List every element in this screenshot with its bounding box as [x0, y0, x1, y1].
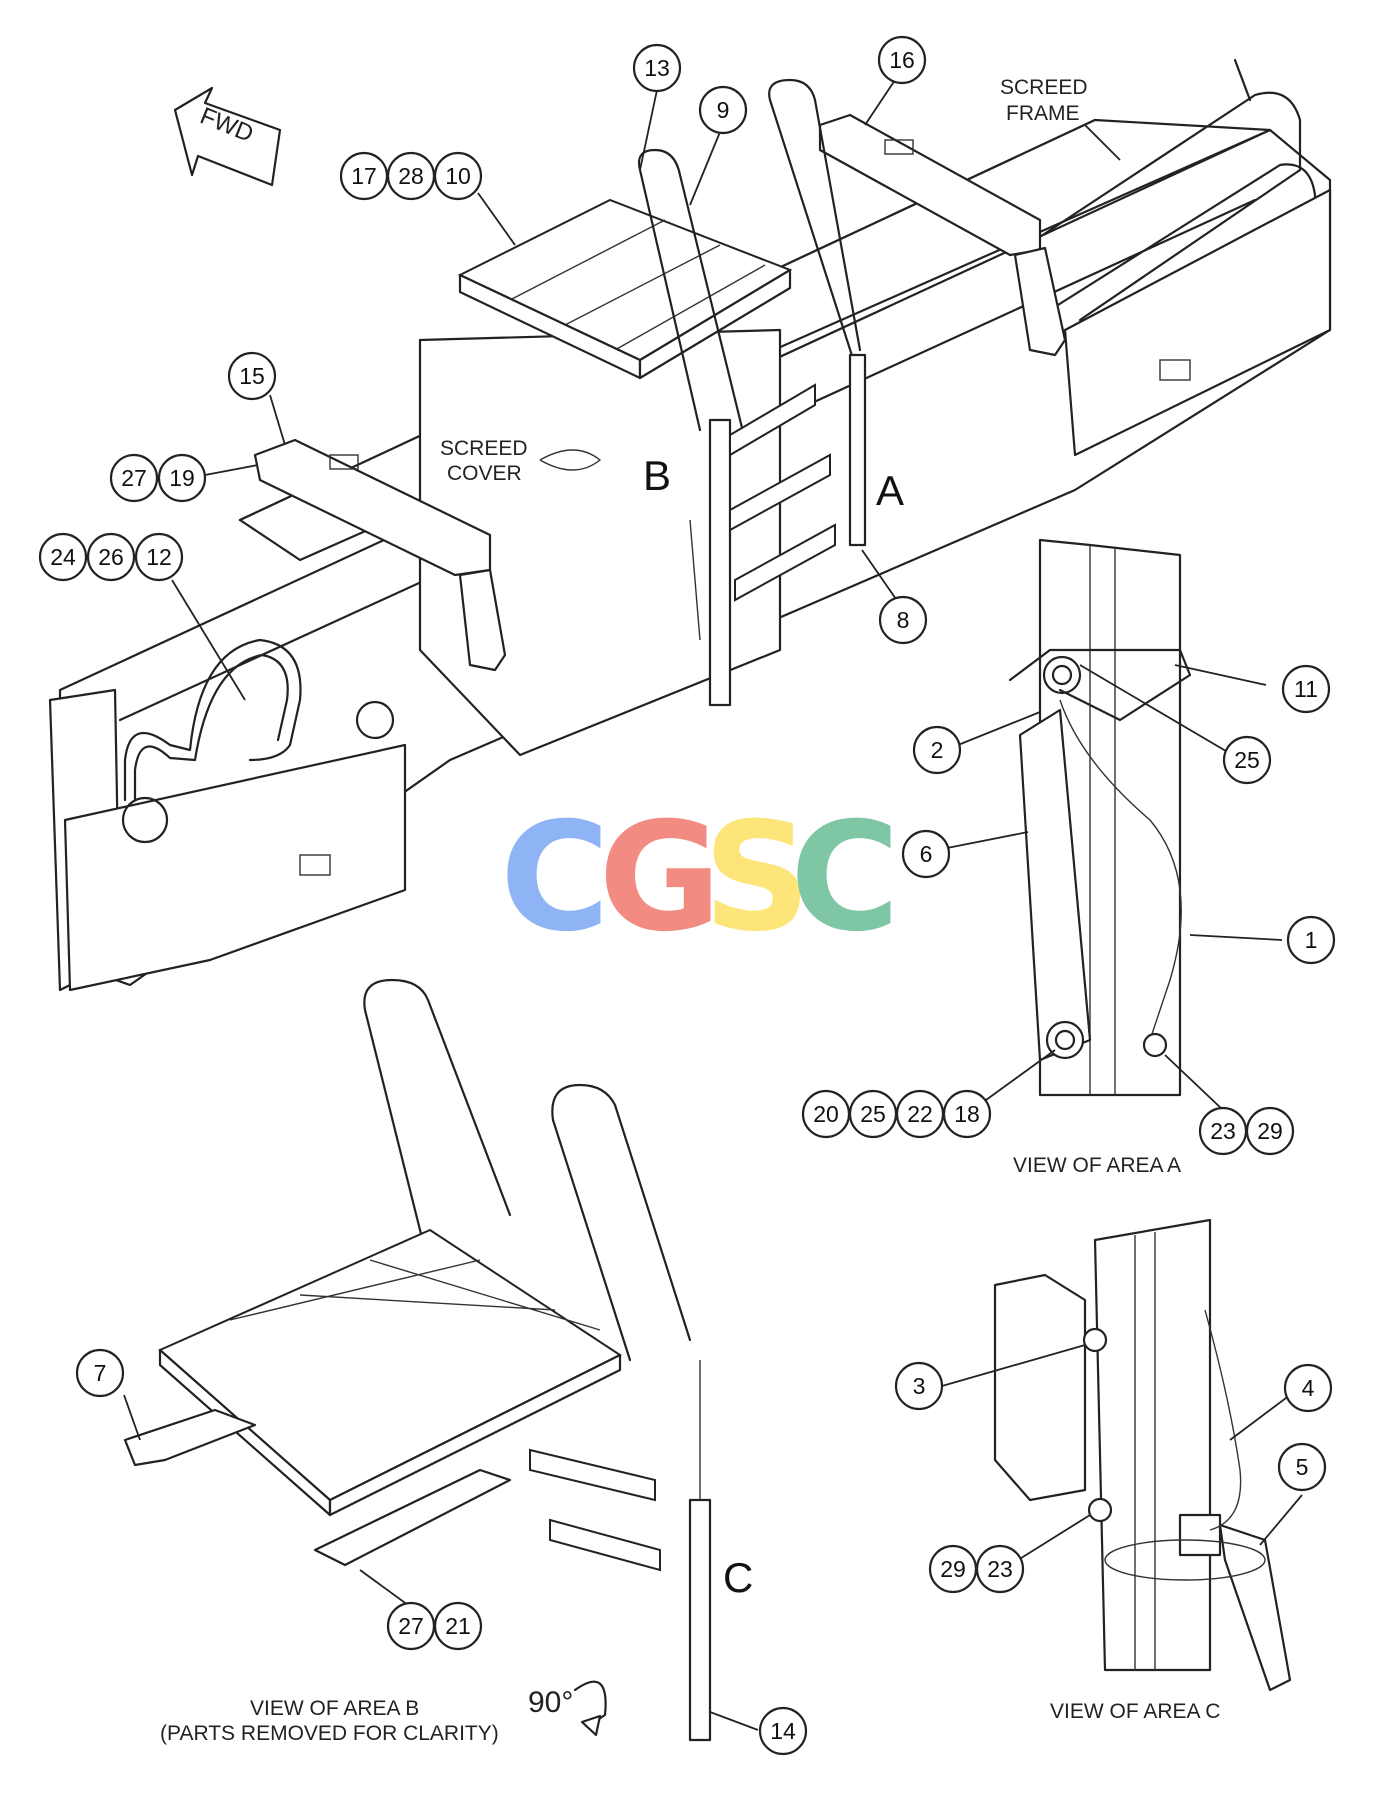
callout-5: 5 [1277, 1442, 1327, 1492]
callout-number: 20 [813, 1101, 839, 1127]
callout-number: 27 [121, 465, 147, 491]
callout-number: 27 [398, 1613, 424, 1639]
callout-number: 5 [1296, 1454, 1309, 1480]
callout-25-b: 25 [848, 1089, 898, 1139]
area-b-marker: B [643, 452, 671, 499]
callout-27-top: 27 [109, 453, 159, 503]
callout-bubbles: 13 16 9 17 28 10 15 27 19 24 26 12 8 11 … [38, 35, 1336, 1756]
callout-number: 18 [954, 1101, 980, 1127]
callout-19: 19 [157, 453, 207, 503]
callout-22: 22 [895, 1089, 945, 1139]
callout-number: 22 [907, 1101, 933, 1127]
callout-10: 10 [433, 151, 483, 201]
area-c-marker: C [723, 1554, 753, 1601]
annotation-labels: SCREED FRAME SCREED COVER B A C VIEW OF … [160, 76, 1220, 1745]
callout-23-c: 23 [975, 1544, 1025, 1594]
callout-16: 16 [877, 35, 927, 85]
callout-13: 13 [632, 43, 682, 93]
callout-8: 8 [878, 595, 928, 645]
rotation-label: 90° [528, 1686, 573, 1719]
callout-number: 25 [860, 1101, 886, 1127]
screed-cover-label-line2: COVER [447, 462, 522, 485]
callout-18: 18 [942, 1089, 992, 1139]
callout-number: 4 [1302, 1375, 1315, 1401]
view-area-b-drawing [123, 978, 712, 1742]
callout-number: 1 [1305, 927, 1318, 953]
watermark-letter-4: C [790, 791, 900, 965]
callout-29-c: 29 [928, 1544, 978, 1594]
view-area-b-caption-line2: (PARTS REMOVED FOR CLARITY) [160, 1722, 499, 1745]
view-area-c-caption: VIEW OF AREA C [1050, 1700, 1220, 1723]
callout-17: 17 [339, 151, 389, 201]
callout-21: 21 [433, 1601, 483, 1651]
callout-1: 1 [1286, 915, 1336, 965]
callout-25-a: 25 [1222, 735, 1272, 785]
callout-20: 20 [801, 1089, 851, 1139]
screed-assembly-drawing [48, 58, 1332, 992]
callout-3: 3 [894, 1361, 944, 1411]
callout-number: 2 [931, 737, 944, 763]
leader-lines [123, 79, 1303, 1731]
callout-number: 17 [351, 163, 377, 189]
callout-4: 4 [1283, 1363, 1333, 1413]
view-area-a-caption: VIEW OF AREA A [1013, 1154, 1181, 1177]
callout-number: 21 [445, 1613, 471, 1639]
callout-26: 26 [86, 532, 136, 582]
callout-number: 14 [770, 1718, 796, 1744]
callout-number: 11 [1294, 676, 1318, 702]
watermark-letter-1: C [500, 791, 610, 965]
callout-24: 24 [38, 532, 88, 582]
watermark-letter-2: G [598, 791, 721, 965]
watermark-letter-3: S [703, 791, 811, 965]
callout-14: 14 [758, 1706, 808, 1756]
callout-6: 6 [901, 829, 951, 879]
forward-arrow-icon: FWD [173, 86, 282, 187]
callout-number: 16 [889, 47, 915, 73]
callout-number: 12 [146, 544, 172, 570]
callout-15: 15 [227, 351, 277, 401]
area-a-marker: A [876, 467, 904, 514]
callout-27-b: 27 [386, 1601, 436, 1651]
callout-number: 9 [717, 97, 730, 123]
callout-number: 10 [445, 163, 471, 189]
callout-number: 6 [920, 841, 933, 867]
callout-number: 3 [913, 1373, 926, 1399]
callout-9: 9 [698, 85, 748, 135]
callout-number: 29 [940, 1556, 966, 1582]
callout-7: 7 [75, 1348, 125, 1398]
screed-frame-label-line1: SCREED [1000, 76, 1088, 99]
callout-number: 13 [644, 55, 670, 81]
callout-number: 23 [1210, 1118, 1236, 1144]
callout-number: 28 [398, 163, 424, 189]
view-area-c-drawing [993, 1218, 1292, 1692]
callout-number: 25 [1234, 747, 1260, 773]
callout-number: 7 [94, 1360, 107, 1386]
view-area-b-caption-line1: VIEW OF AREA B [250, 1697, 419, 1720]
callout-number: 19 [169, 465, 195, 491]
callout-number: 15 [239, 363, 265, 389]
callout-29-a: 29 [1245, 1106, 1295, 1156]
callout-number: 8 [897, 607, 910, 633]
view-area-a-drawing [1008, 538, 1192, 1097]
callout-28: 28 [386, 151, 436, 201]
screed-frame-label-line2: FRAME [1006, 102, 1080, 125]
callout-number: 23 [987, 1556, 1013, 1582]
callout-number: 29 [1257, 1118, 1283, 1144]
screed-cover-label-line1: SCREED [440, 437, 528, 460]
callout-number: 26 [98, 544, 124, 570]
cgsc-watermark: C G S C [500, 791, 900, 965]
callout-11: 11 [1281, 664, 1331, 714]
callout-12: 12 [134, 532, 184, 582]
callout-23-a: 23 [1198, 1106, 1248, 1156]
callout-number: 24 [50, 544, 76, 570]
callout-2: 2 [912, 725, 962, 775]
